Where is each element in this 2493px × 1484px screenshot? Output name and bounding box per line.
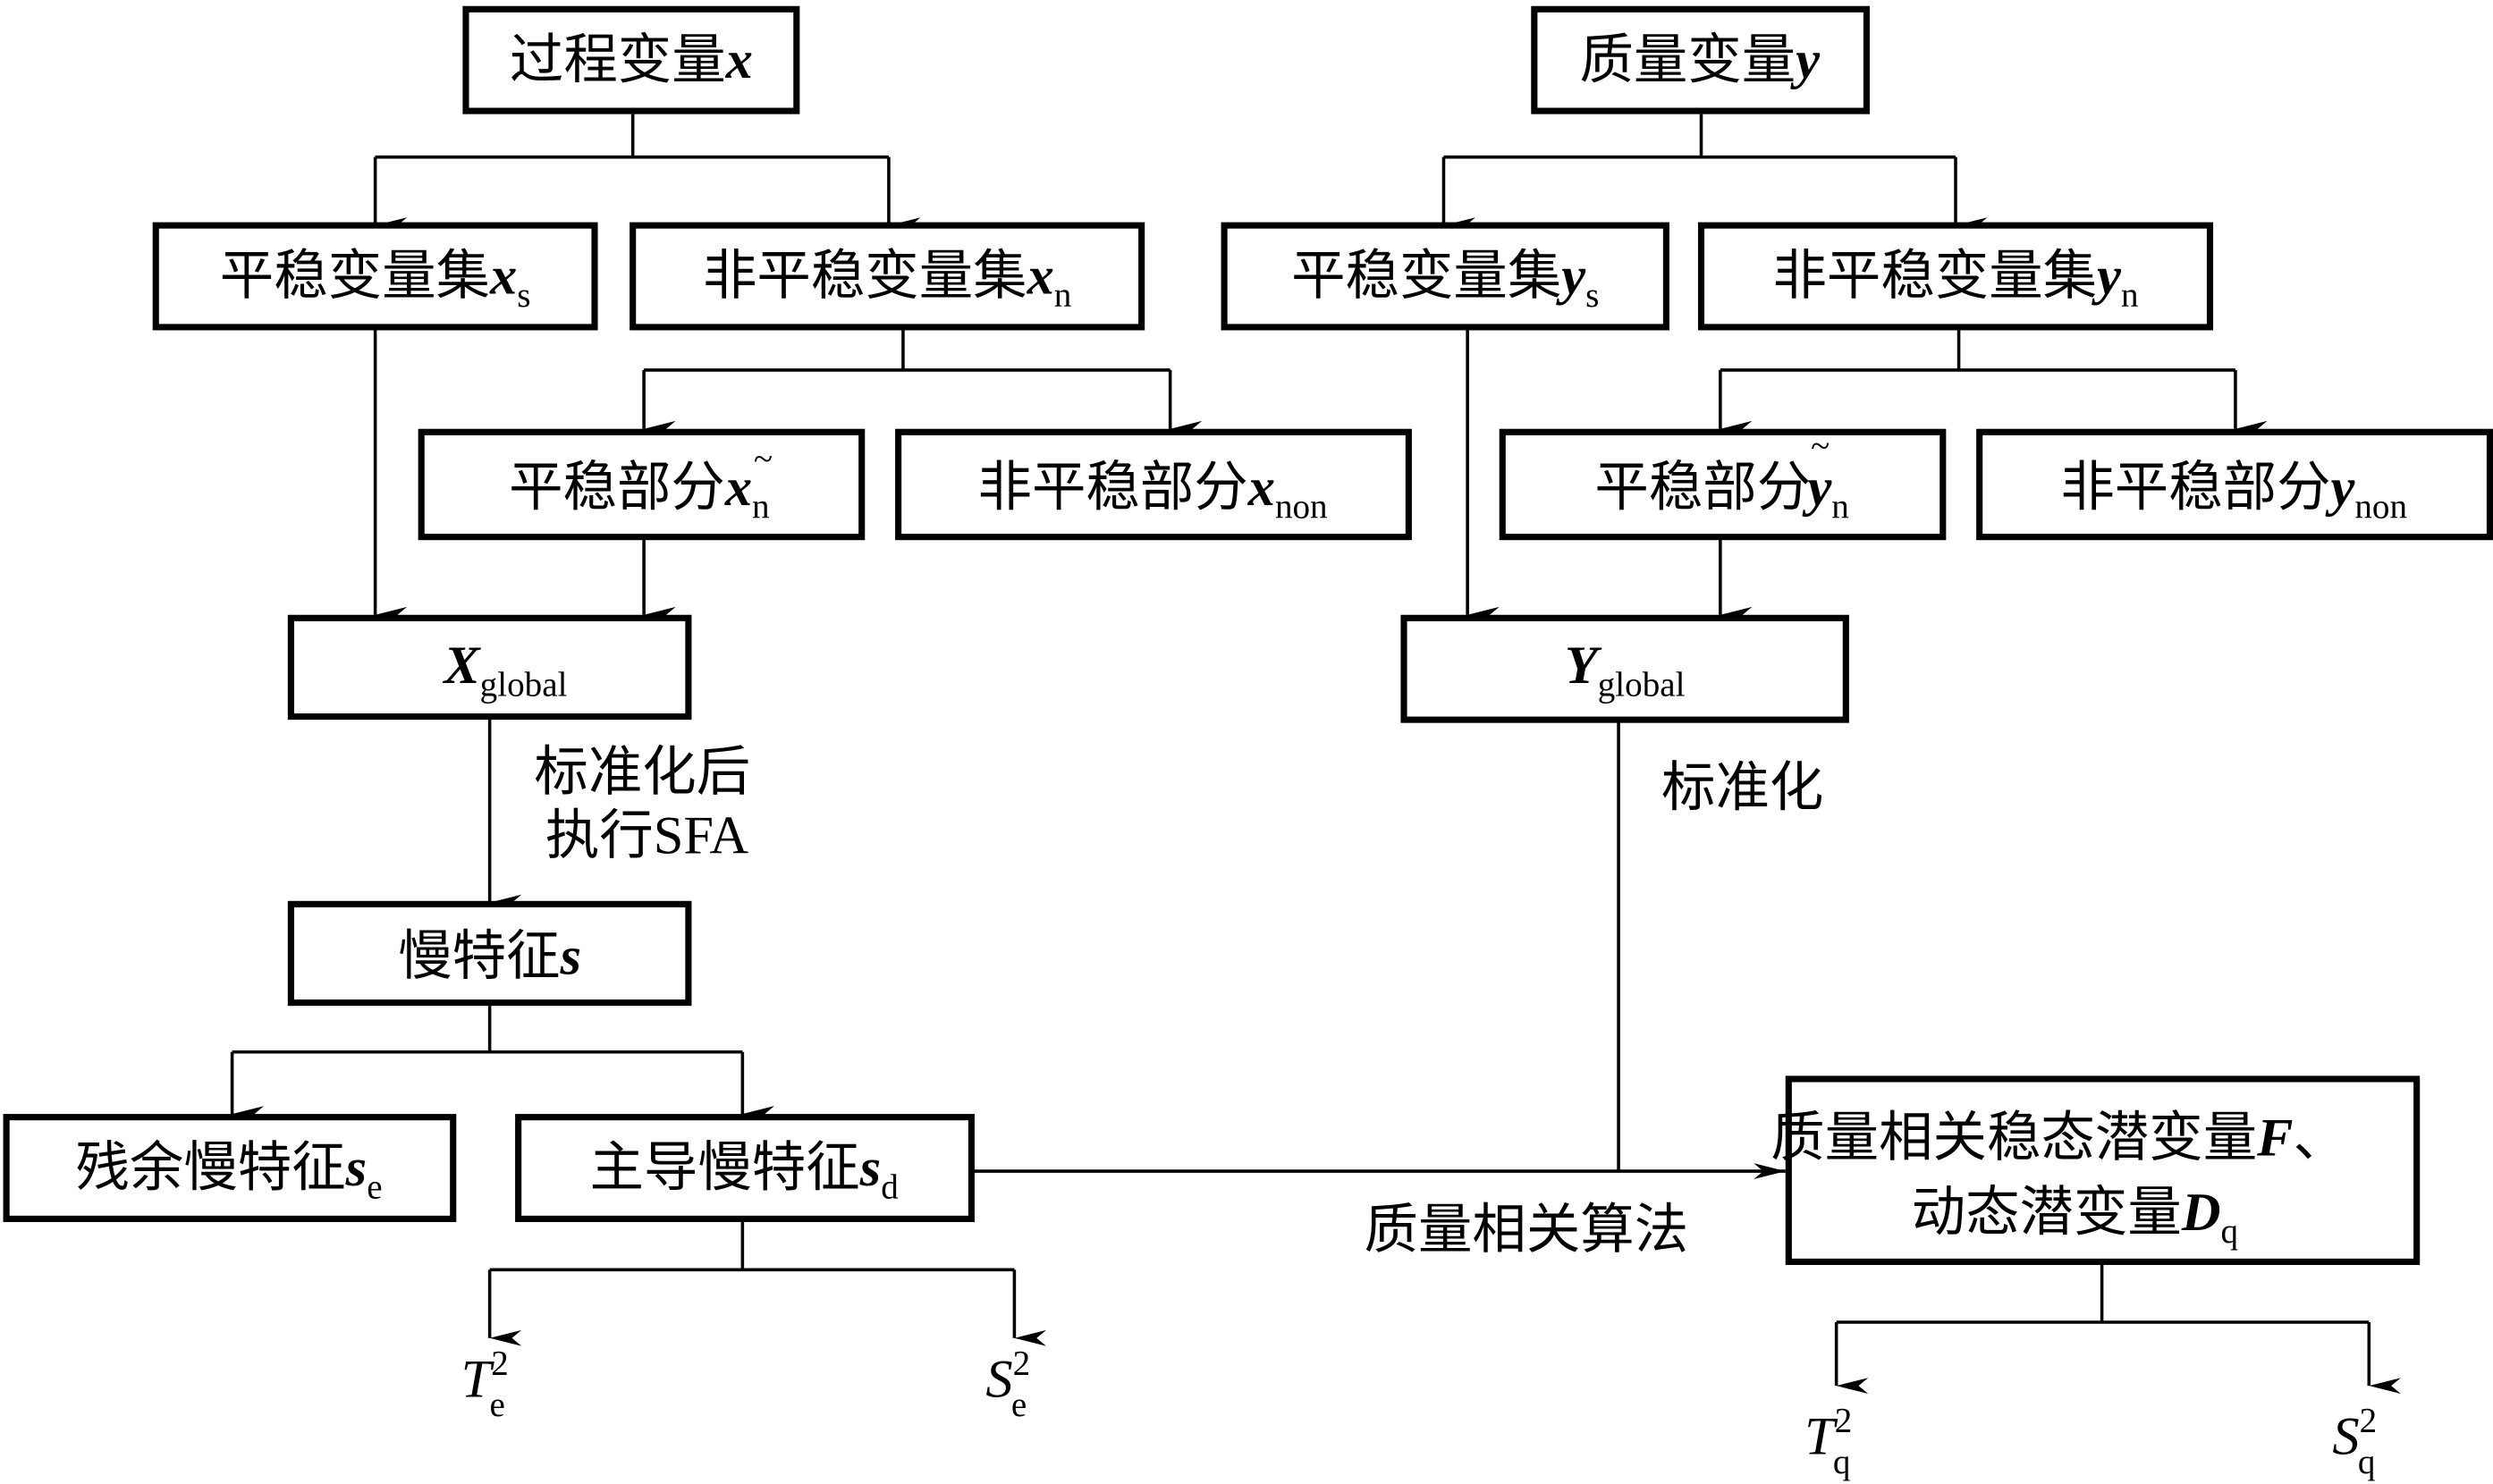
node-nonstationary-part-xnon: 非平稳部分xnon	[895, 428, 1412, 541]
svg-text:慢特征s: 慢特征s	[398, 927, 581, 987]
svg-text:平稳部分xn~: 平稳部分xn~	[509, 440, 773, 526]
svg-text:动态潜变量Dq: 动态潜变量Dq	[1912, 1183, 2238, 1251]
node-stationary-part-yn: 平稳部分~yn	[1499, 427, 1947, 541]
connectors-right	[973, 114, 2401, 1395]
node-slow-features: 慢特征s	[287, 900, 692, 1007]
svg-text:非平稳部分xnon: 非平稳部分xnon	[978, 458, 1328, 526]
edge-label-standardize: 标准化	[1661, 758, 1823, 818]
svg-text:非平稳变量集xn: 非平稳变量集xn	[703, 247, 1071, 315]
svg-text:平稳变量集xs: 平稳变量集xs	[220, 247, 531, 315]
edge-label-quality-algorithm: 质量相关算法	[1365, 1200, 1689, 1260]
svg-text:Xglobal: Xglobal	[442, 636, 567, 704]
svg-text:质量相关稳态潜变量F、: 质量相关稳态潜变量F、	[1770, 1108, 2347, 1168]
node-dominant-slow-features: 主导慢特征sd	[515, 1114, 975, 1222]
node-quality-variable: 质量变量y	[1531, 5, 1870, 114]
svg-text:非平稳部分ynon: 非平稳部分ynon	[2060, 458, 2407, 526]
svg-text:主导慢特征sd: 主导慢特征sd	[589, 1138, 899, 1206]
node-nonstationary-set-xn: 非平稳变量集xn	[630, 222, 1145, 331]
svg-text:过程变量x: 过程变量x	[510, 30, 753, 90]
svg-text:质量变量y: 质量变量y	[1579, 30, 1820, 90]
svg-text:残余慢特征se: 残余慢特征se	[76, 1138, 383, 1206]
connectors-left	[230, 114, 1203, 1346]
svg-text:平稳部分~yn: 平稳部分~yn	[1594, 427, 1848, 527]
node-y-global: Yglobal	[1400, 614, 1849, 723]
node-stationary-set-ys: 平稳变量集ys	[1221, 222, 1669, 331]
node-stationary-set-xs: 平稳变量集xs	[152, 222, 598, 331]
edge-label-standardize-sfa-2: 执行SFA	[545, 805, 749, 865]
node-process-variable: 过程变量x	[462, 5, 800, 114]
edge-label-standardize-sfa-1: 标准化后	[534, 742, 750, 802]
node-residual-slow-features: 残余慢特征se	[3, 1114, 457, 1222]
svg-text:平稳变量集ys: 平稳变量集ys	[1291, 247, 1599, 315]
node-nonstationary-set-yn: 非平稳变量集yn	[1697, 222, 2214, 331]
node-nonstationary-part-ynon: 非平稳部分ynon	[1976, 428, 2493, 541]
svg-text:Yglobal: Yglobal	[1565, 636, 1686, 704]
node-x-global: Xglobal	[287, 614, 692, 721]
node-quality-latent-variables: 质量相关稳态潜变量F、 动态潜变量Dq	[1770, 1075, 2421, 1265]
svg-text:非平稳变量集yn: 非平稳变量集yn	[1773, 247, 2139, 315]
node-stationary-part-xn: 平稳部分xn~	[418, 428, 866, 541]
